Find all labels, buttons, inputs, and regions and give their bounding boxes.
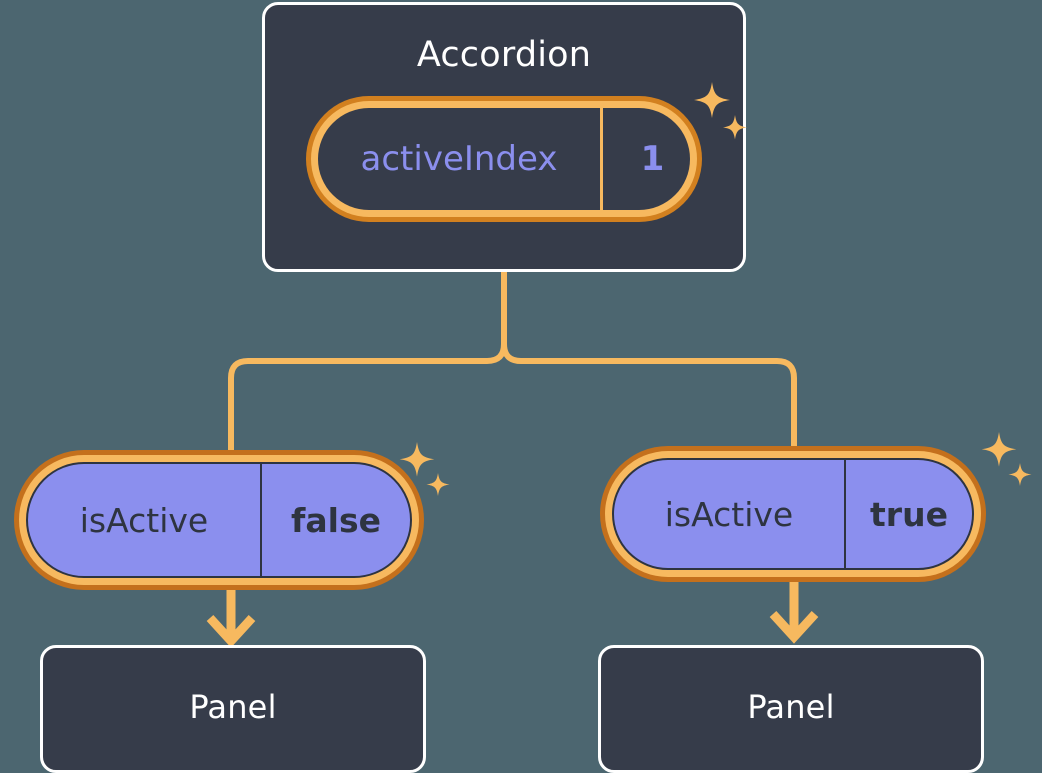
prop-value-is-active-right: true [844,460,972,568]
state-value-active-index: 1 [600,108,690,210]
prop-value-is-active-left: false [260,464,410,576]
panel-title-right: Panel [747,688,835,726]
panel-component-card-left[interactable]: Panel [40,645,426,773]
arrow-head-right [769,610,819,644]
panel-component-card-right[interactable]: Panel [598,645,984,773]
accordion-title: Accordion [416,35,592,75]
prop-key-is-active-right: isActive [664,494,794,534]
state-pill-active-index[interactable]: activeIndex 1 [306,96,702,222]
sparkle-icon-large [981,432,1017,467]
prop-pill-is-active-true[interactable]: isActive true [600,446,986,582]
pill-body: activeIndex 1 [318,108,690,210]
sparkle-icon-small [1008,463,1032,486]
arrow-head-left [206,614,256,648]
sparkle-icon-small [426,473,450,496]
prop-pill-is-active-false[interactable]: isActive false [14,450,424,590]
wire-split-right [501,341,797,453]
sparkle-icon-right [978,432,1034,494]
panel-title-left: Panel [189,688,277,726]
wire-split-left [228,341,507,455]
prop-key-is-active-left: isActive [79,500,209,540]
pill-body: isActive true [612,458,974,570]
state-key-active-index: activeIndex [360,139,558,179]
pill-body: isActive false [26,462,412,578]
